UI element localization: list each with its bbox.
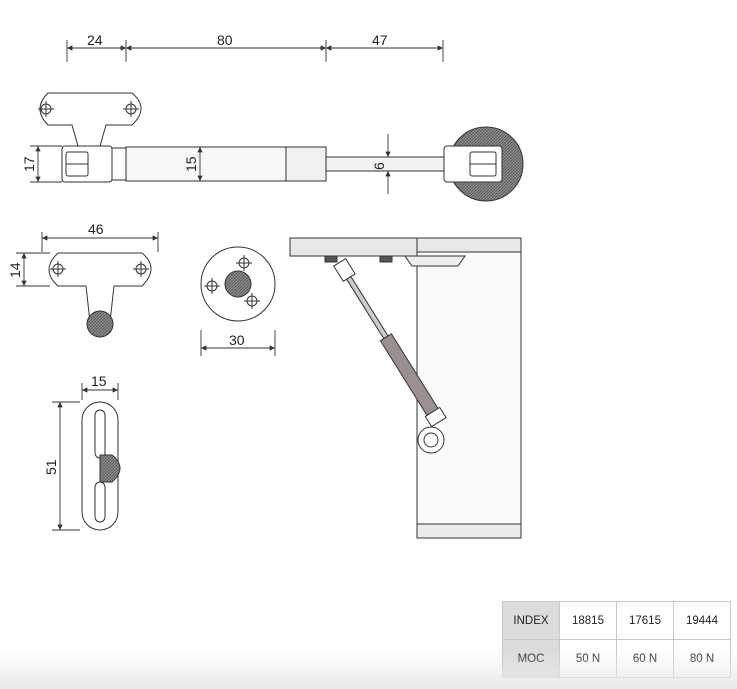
dim-height-left: 17 — [21, 156, 37, 172]
row-header-moc: MOC — [502, 639, 560, 678]
table-row: MOC 50 N 60 N 80 N — [502, 639, 731, 678]
dim-top-left: 24 — [87, 32, 103, 48]
dim-cylinder-dia: 15 — [183, 156, 199, 172]
gas-strut-side-view — [38, 92, 524, 202]
row-header-index: INDEX — [502, 601, 560, 640]
specs-table: INDEX 18815 17615 19444 MOC 50 N 60 N 80… — [502, 601, 731, 678]
moc-cell: 50 N — [559, 639, 617, 678]
plate-vertical-view — [81, 401, 121, 531]
index-cell: 19444 — [673, 601, 731, 640]
mount-bracket — [39, 92, 142, 147]
dim-plate-height: 51 — [43, 459, 59, 475]
top-dimension-chain — [66, 40, 444, 62]
cabinet-installation-view — [289, 237, 522, 539]
index-cell: 17615 — [616, 601, 674, 640]
table-row: INDEX 18815 17615 19444 — [502, 601, 731, 640]
cabinet-top-panel — [289, 237, 418, 257]
dim-bracket-width: 46 — [88, 221, 104, 237]
disc-plan-view — [200, 246, 276, 322]
cylinder-body — [125, 146, 287, 182]
index-cell: 18815 — [559, 601, 617, 640]
dim-disc-dia: 30 — [229, 332, 245, 348]
dim-plate-width: 15 — [91, 373, 107, 389]
dim-top-right: 47 — [372, 32, 388, 48]
dim-bracket-height: 14 — [7, 262, 23, 278]
moc-cell: 60 N — [616, 639, 674, 678]
dim-top-mid: 80 — [217, 32, 233, 48]
moc-cell: 80 N — [673, 639, 731, 678]
bracket-plan-view — [48, 252, 152, 338]
dim-rod-dia: 6 — [371, 162, 387, 170]
